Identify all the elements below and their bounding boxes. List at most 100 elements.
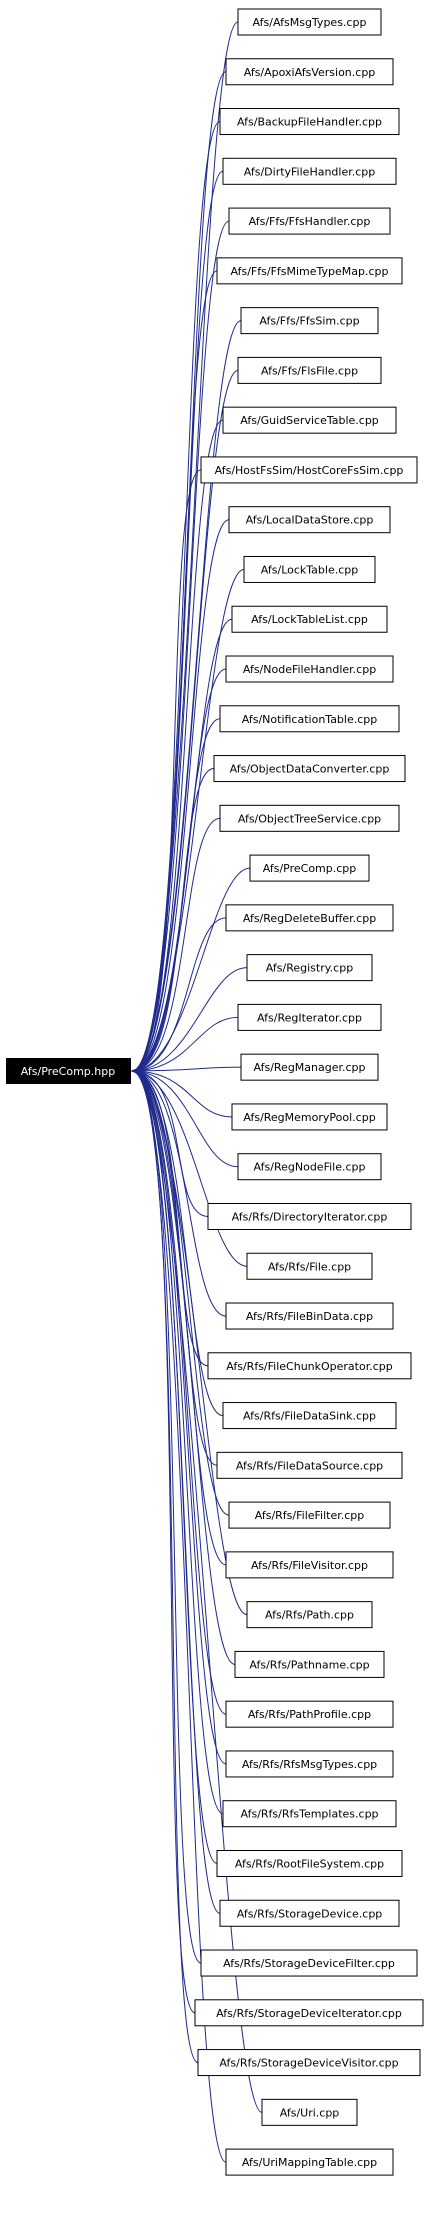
file-node[interactable]: Afs/Rfs/RfsTemplates.cpp xyxy=(222,1800,397,1828)
file-node[interactable]: Afs/LockTable.cpp xyxy=(243,555,376,583)
include-edge xyxy=(131,568,245,1075)
file-node[interactable]: Afs/Ffs/FfsSim.cpp xyxy=(240,307,379,335)
file-node[interactable]: Afs/Rfs/StorageDevice.cpp xyxy=(219,1899,400,1927)
file-node[interactable]: Afs/Rfs/StorageDeviceVisitor.cpp xyxy=(197,2049,421,2077)
file-node[interactable]: Afs/NodeFileHandler.cpp xyxy=(225,655,394,683)
file-node-label: Afs/LocalDataStore.cpp xyxy=(246,514,374,527)
file-node[interactable]: Afs/GuidServiceTable.cpp xyxy=(222,406,397,434)
file-node[interactable]: Afs/Rfs/StorageDeviceIterator.cpp xyxy=(194,1999,424,2027)
include-edge xyxy=(131,1067,199,2064)
root-node[interactable]: Afs/PreComp.hpp xyxy=(6,1058,131,1084)
file-node[interactable]: Afs/LocalDataStore.cpp xyxy=(228,506,391,534)
file-node-label: Afs/Rfs/Path.cpp xyxy=(265,1609,354,1622)
include-edge xyxy=(131,1016,239,1075)
file-node[interactable]: Afs/UriMappingTable.cpp xyxy=(225,2148,394,2176)
file-node[interactable]: Afs/Rfs/RfsMsgTypes.cpp xyxy=(225,1750,394,1778)
file-node[interactable]: Afs/Rfs/PathProfile.cpp xyxy=(225,1700,394,1728)
file-node-box xyxy=(194,1999,424,2027)
file-node[interactable]: Afs/LockTableList.cpp xyxy=(231,605,388,633)
file-node[interactable]: Afs/Rfs/Path.cpp xyxy=(246,1601,373,1629)
file-node-label: Afs/LockTable.cpp xyxy=(261,563,358,576)
file-node-label: Afs/Rfs/RfsMsgTypes.cpp xyxy=(242,1758,377,1771)
file-node[interactable]: Afs/Uri.cpp xyxy=(261,2098,358,2126)
file-node-label: Afs/Rfs/FileFilter.cpp xyxy=(255,1509,365,1522)
file-node[interactable]: Afs/Ffs/FfsHandler.cpp xyxy=(228,207,391,235)
file-node-box xyxy=(222,157,397,185)
file-node-label: Afs/Rfs/StorageDeviceIterator.cpp xyxy=(216,2007,402,2020)
file-node-box xyxy=(219,804,400,832)
file-node-box xyxy=(213,755,406,783)
file-node[interactable]: Afs/RegDeleteBuffer.cpp xyxy=(225,904,394,932)
file-node-label: Afs/Rfs/File.cpp xyxy=(268,1260,351,1273)
file-node-box xyxy=(249,854,370,882)
file-node-label: Afs/Rfs/FileChunkOperator.cpp xyxy=(226,1360,393,1373)
file-node[interactable]: Afs/Rfs/FileChunkOperator.cpp xyxy=(207,1352,412,1380)
file-node-box xyxy=(219,705,400,733)
include-edge xyxy=(131,1067,227,1317)
file-node-box xyxy=(240,1053,379,1081)
file-node-label: Afs/Rfs/Pathname.cpp xyxy=(249,1658,369,1671)
file-node-box xyxy=(219,1899,400,1927)
file-node-label: Afs/Uri.cpp xyxy=(280,2106,340,2119)
file-node-box xyxy=(261,2098,358,2126)
file-node[interactable]: Afs/Rfs/DirectoryIterator.cpp xyxy=(207,1202,412,1230)
file-node-label: Afs/Rfs/StorageDeviceFilter.cpp xyxy=(223,1957,395,1970)
file-node-box xyxy=(237,356,382,384)
file-node[interactable]: Afs/Ffs/FfsMimeTypeMap.cpp xyxy=(216,257,403,285)
file-node-box xyxy=(207,1202,412,1230)
file-node-label: Afs/UriMappingTable.cpp xyxy=(242,2156,377,2169)
include-edge xyxy=(131,1067,236,1665)
include-edge xyxy=(131,1066,242,1075)
file-node-label: Afs/RegDeleteBuffer.cpp xyxy=(243,912,376,925)
file-node-box xyxy=(231,605,388,633)
file-node[interactable]: Afs/Rfs/StorageDeviceFilter.cpp xyxy=(200,1949,418,1977)
include-edge xyxy=(131,967,248,1075)
file-node[interactable]: Afs/ObjectTreeService.cpp xyxy=(219,804,400,832)
file-node[interactable]: Afs/Rfs/FileVisitor.cpp xyxy=(225,1551,394,1579)
file-node-label: Afs/LockTableList.cpp xyxy=(251,613,368,626)
file-node-label: Afs/Rfs/FileDataSource.cpp xyxy=(236,1459,383,1472)
file-node[interactable]: Afs/Rfs/FileBinData.cpp xyxy=(225,1302,394,1330)
file-node[interactable]: Afs/ApoxiAfsVersion.cpp xyxy=(225,58,394,86)
include-edge xyxy=(131,917,227,1075)
file-node-box xyxy=(216,257,403,285)
file-node-box xyxy=(225,1551,394,1579)
file-node[interactable]: Afs/RegMemoryPool.cpp xyxy=(231,1103,388,1131)
file-node-box xyxy=(200,1949,418,1977)
include-edge xyxy=(131,1067,248,1267)
file-node-label: Afs/HostFsSim/HostCoreFsSim.cpp xyxy=(215,464,404,477)
file-node[interactable]: Afs/PreComp.cpp xyxy=(249,854,370,882)
file-node-label: Afs/Rfs/FileBinData.cpp xyxy=(246,1310,373,1323)
file-node[interactable]: Afs/RegIterator.cpp xyxy=(237,1003,382,1031)
file-node-box xyxy=(225,655,394,683)
file-node-label: Afs/Rfs/PathProfile.cpp xyxy=(248,1708,371,1721)
file-node-box xyxy=(243,555,376,583)
file-node[interactable]: Afs/NotificationTable.cpp xyxy=(219,705,400,733)
file-node[interactable]: Afs/HostFsSim/HostCoreFsSim.cpp xyxy=(200,456,418,484)
file-node-box xyxy=(222,1402,397,1430)
file-node[interactable]: Afs/Rfs/File.cpp xyxy=(246,1252,373,1280)
file-node[interactable]: Afs/RegNodeFile.cpp xyxy=(237,1153,382,1181)
file-node-box xyxy=(216,1849,403,1877)
include-edge xyxy=(131,867,251,1075)
file-node-box xyxy=(200,456,418,484)
file-node[interactable]: Afs/Rfs/Pathname.cpp xyxy=(234,1650,385,1678)
file-node[interactable]: Afs/AfsMsgTypes.cpp xyxy=(237,8,382,36)
file-node[interactable]: Afs/Rfs/RootFileSystem.cpp xyxy=(216,1849,403,1877)
include-edge xyxy=(131,1067,227,1715)
file-node[interactable]: Afs/BackupFileHandler.cpp xyxy=(219,108,400,136)
file-node[interactable]: Afs/Registry.cpp xyxy=(246,954,373,982)
file-node-box xyxy=(246,1252,373,1280)
file-node-box xyxy=(207,1352,412,1380)
file-node[interactable]: Afs/Rfs/FileFilter.cpp xyxy=(228,1501,391,1529)
file-node[interactable]: Afs/Ffs/FlsFile.cpp xyxy=(237,356,382,384)
file-node-box xyxy=(240,307,379,335)
file-node-label: Afs/Rfs/StorageDevice.cpp xyxy=(237,1907,383,1920)
file-node[interactable]: Afs/Rfs/FileDataSource.cpp xyxy=(216,1451,403,1479)
file-node[interactable]: Afs/RegManager.cpp xyxy=(240,1053,379,1081)
file-node-label: Afs/BackupFileHandler.cpp xyxy=(237,116,382,129)
file-node[interactable]: Afs/ObjectDataConverter.cpp xyxy=(213,755,406,783)
file-node[interactable]: Afs/DirtyFileHandler.cpp xyxy=(222,157,397,185)
file-node[interactable]: Afs/Rfs/FileDataSink.cpp xyxy=(222,1402,397,1430)
